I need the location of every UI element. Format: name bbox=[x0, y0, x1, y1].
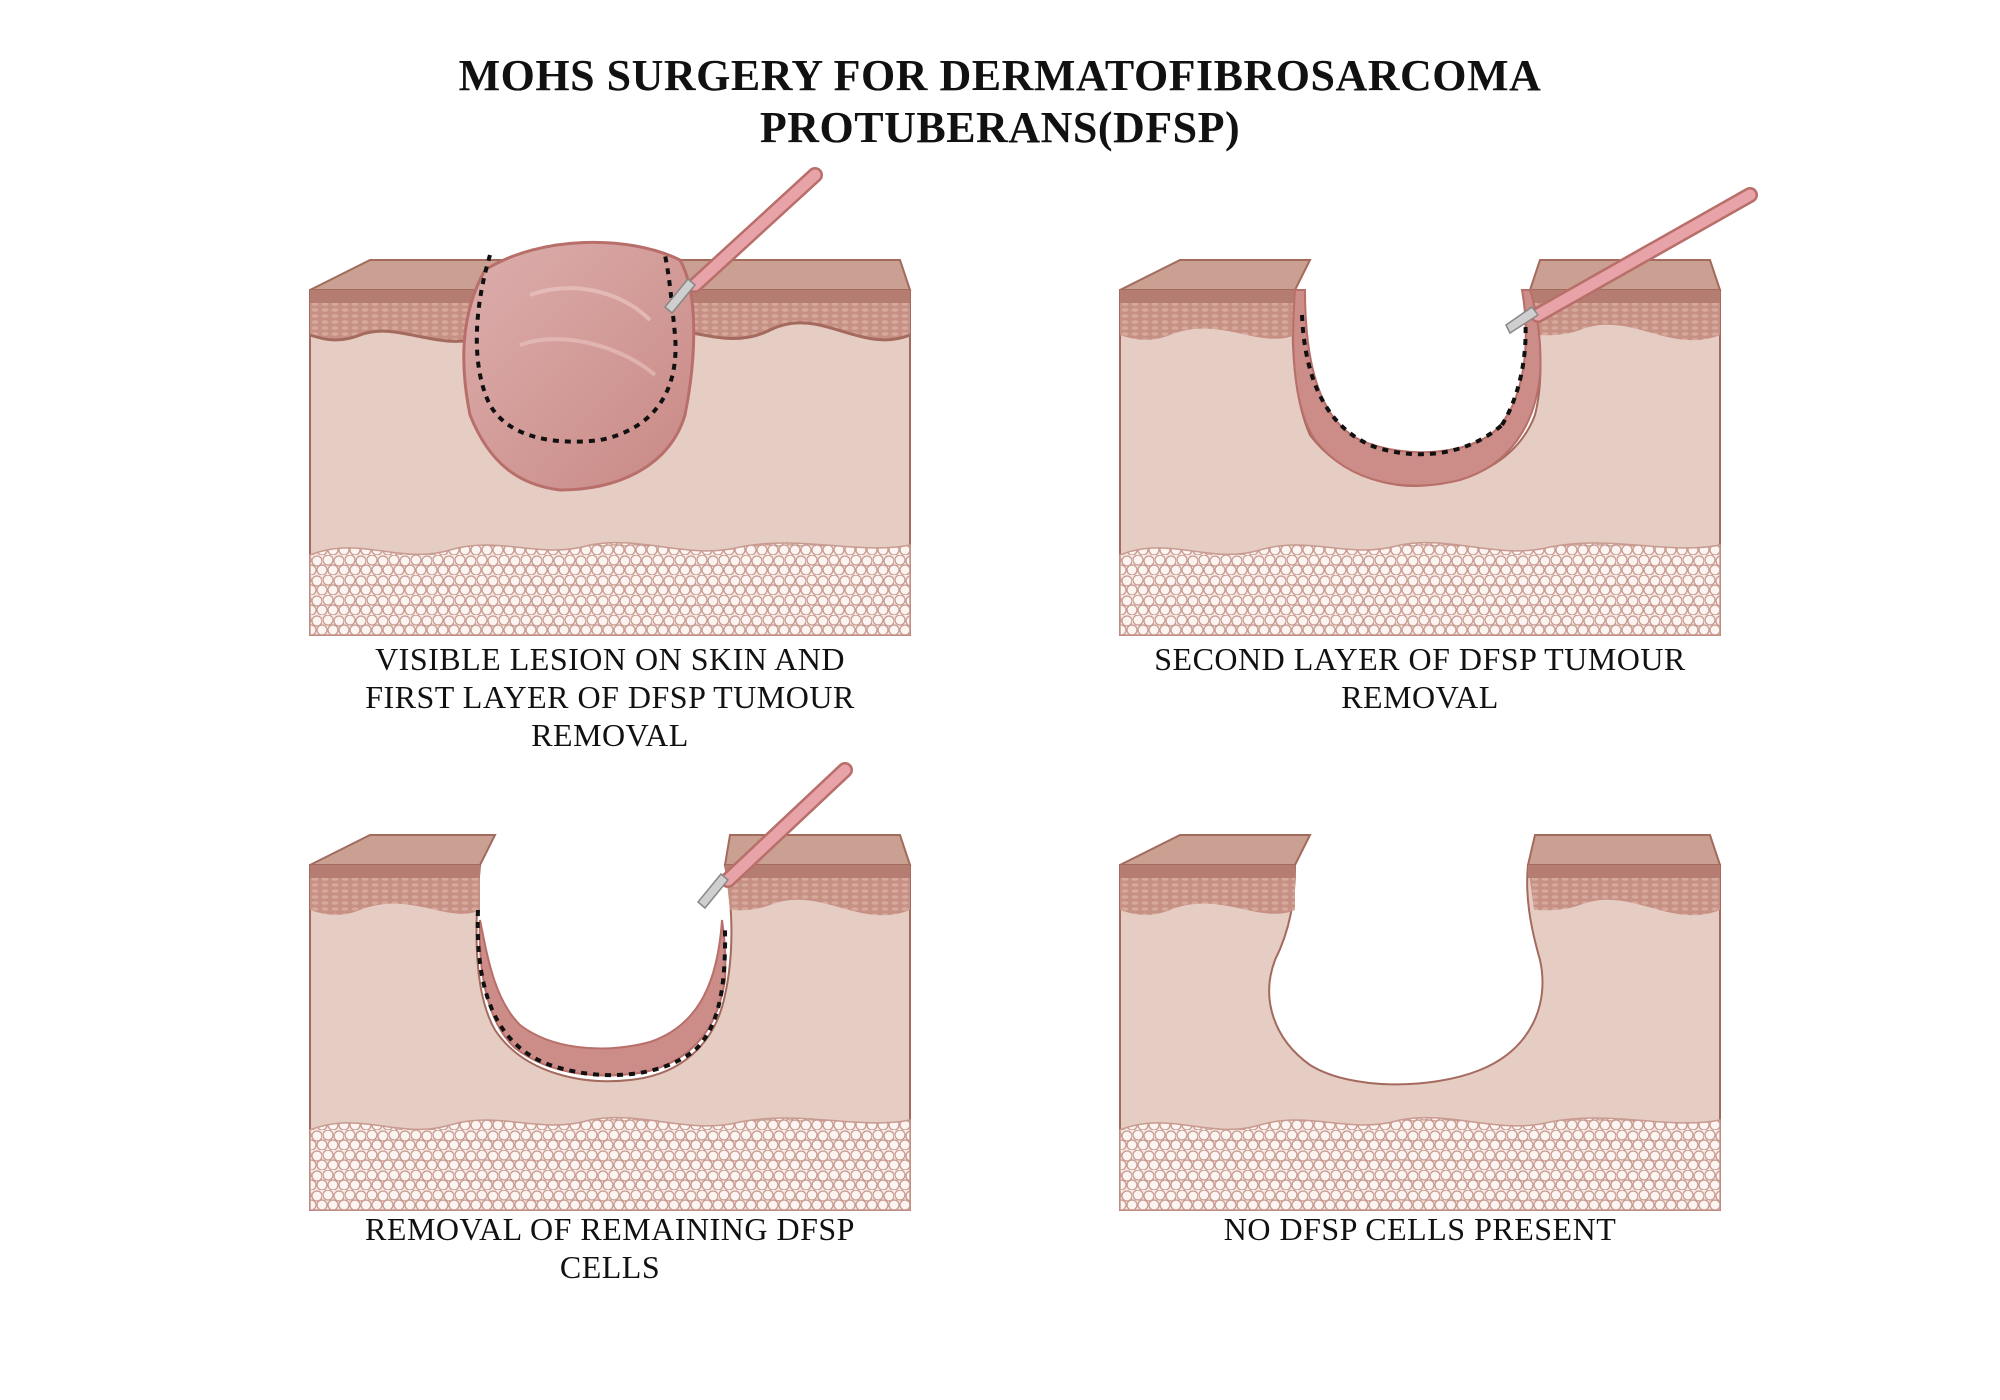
skin-cross-section-1 bbox=[309, 167, 912, 636]
panel-second-layer bbox=[1110, 187, 1758, 675]
caption-line: REMOVAL bbox=[531, 717, 689, 753]
skin-cross-section-3 bbox=[309, 762, 912, 1211]
tumor-lesion bbox=[462, 240, 696, 492]
caption-line: REMOVAL bbox=[1341, 679, 1499, 715]
panel-remaining-cells bbox=[300, 762, 940, 1250]
caption-line: CELLS bbox=[559, 1249, 661, 1285]
skin-cross-section-2 bbox=[1119, 187, 1758, 636]
caption-line: SECOND LAYER OF DFSP TUMOUR bbox=[1154, 641, 1686, 677]
title-line-1: MOHS SURGERY FOR DERMATOFIBROSARCOMA bbox=[458, 51, 1542, 100]
caption-line: VISIBLE LESION ON SKIN AND bbox=[375, 641, 845, 677]
caption-line: FIRST LAYER OF DFSP TUMOUR bbox=[365, 679, 855, 715]
skin-cross-section-4 bbox=[1119, 834, 1722, 1211]
title-line-2: PROTUBERANS(DFSP) bbox=[759, 103, 1241, 152]
caption-line: REMOVAL OF REMAINING DFSP bbox=[365, 1211, 855, 1247]
scalpel-icon bbox=[663, 167, 823, 315]
scalpel-icon bbox=[1505, 187, 1758, 335]
caption-panel-1: VISIBLE LESION ON SKIN AND FIRST LAYER O… bbox=[290, 640, 930, 754]
diagram-title: MOHS SURGERY FOR DERMATOFIBROSARCOMA PRO… bbox=[0, 50, 2000, 154]
panel-lesion-first-layer bbox=[300, 167, 940, 675]
scalpel-icon bbox=[696, 762, 853, 910]
caption-line: NO DFSP CELLS PRESENT bbox=[1223, 1211, 1617, 1247]
caption-panel-2: SECOND LAYER OF DFSP TUMOUR REMOVAL bbox=[1100, 640, 1740, 716]
caption-panel-3: REMOVAL OF REMAINING DFSP CELLS bbox=[290, 1210, 930, 1286]
caption-panel-4: NO DFSP CELLS PRESENT bbox=[1100, 1210, 1740, 1248]
panel-no-cells bbox=[1110, 810, 1750, 1250]
